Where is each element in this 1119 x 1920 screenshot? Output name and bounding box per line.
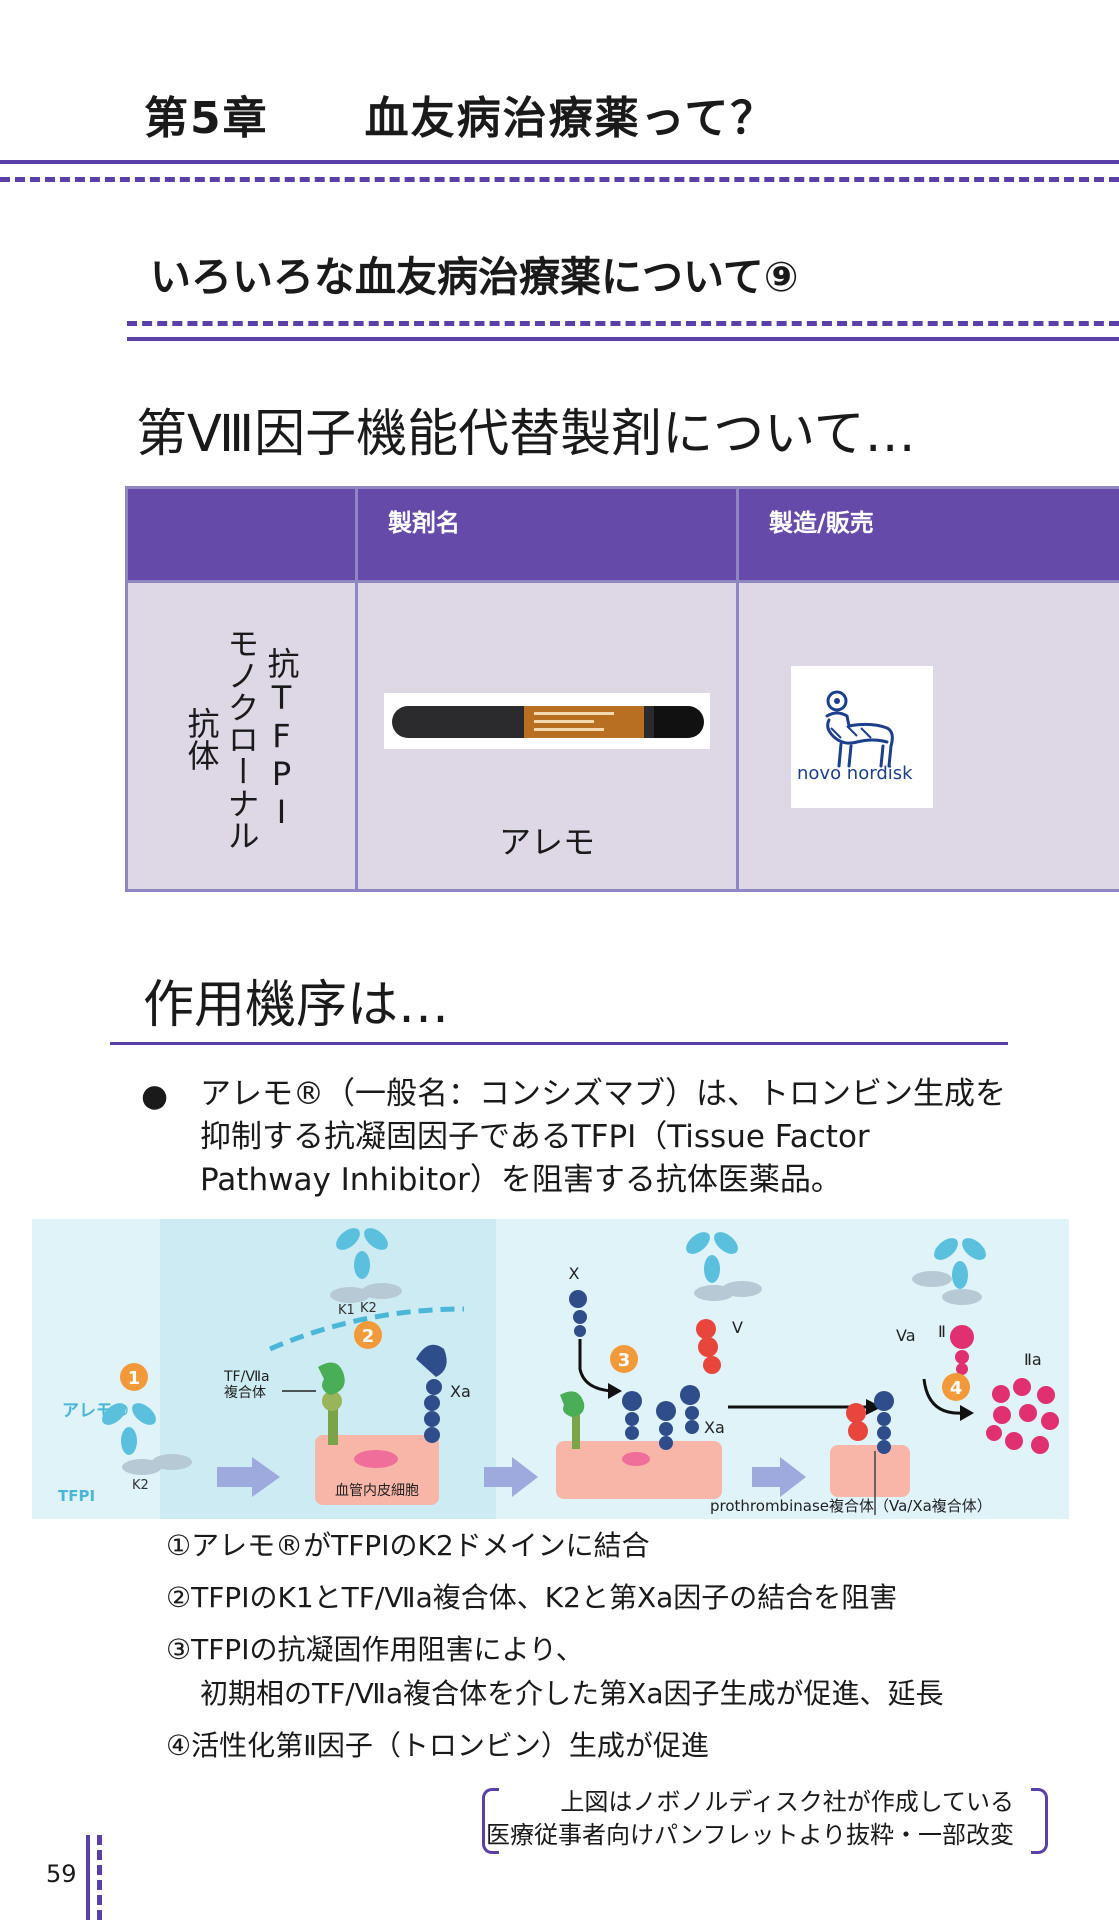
footer-rule: [86, 1835, 90, 1920]
svg-text:Xa: Xa: [704, 1418, 725, 1437]
maker-cell: novo nordisk: [736, 580, 1119, 892]
bull-icon: [825, 690, 894, 768]
step1-badge: [120, 1363, 148, 1391]
step3-badge: [610, 1345, 638, 1373]
x-factor-icon: [569, 1290, 587, 1337]
mechanism-title: 作用機序は…: [143, 976, 450, 1035]
arrow-right-icon: [752, 1457, 806, 1497]
prothrombin-icon: [950, 1325, 974, 1375]
antibody-icon: [102, 1403, 156, 1455]
mechanism-paragraph: アレモ®（一般名：コンシズマブ）は、トロンビン生成を 抑制する抗凝固因子であるT…: [200, 1076, 1006, 1198]
tfpi-icon: [330, 1283, 402, 1303]
endothelial-label: 血管内皮細胞: [335, 1483, 419, 1499]
svg-text:TF/Ⅶa: TF/Ⅶa: [223, 1369, 270, 1385]
thrombin-icon: [986, 1378, 1059, 1454]
step1-group: 1 アレモ® K2 TFPI: [58, 1363, 192, 1505]
xa-factor-icon: [874, 1391, 894, 1454]
arrow-right-icon: [484, 1457, 538, 1497]
steps-list: ①アレモ®がTFPIのK2ドメインに結合 ②TFPIのK1とTF/Ⅶa複合体、K…: [166, 1520, 944, 1772]
maker-logo: novo nordisk: [791, 666, 933, 808]
svg-text:K2: K2: [132, 1478, 149, 1493]
list-item: ②TFPIのK1とTF/Ⅶa複合体、K2と第Ⅹa因子の結合を阻害: [166, 1581, 898, 1614]
section-title: いろいろな血友病治療薬について⑨: [150, 253, 799, 301]
bullet-mark: ●: [141, 1078, 169, 1114]
arrow-right-icon: [866, 1399, 882, 1415]
header-product-name: 製剤名: [355, 486, 739, 583]
arrow-curve-icon: [578, 1339, 613, 1393]
tfpi-label: TFPI: [58, 1487, 95, 1505]
endothelial-cell: [315, 1435, 439, 1505]
xa-factor-icon: [416, 1344, 447, 1443]
source-note: 上図はノボノルディスク社が作成している 医療従事者向けパンフレットより抜粋・一部…: [482, 1786, 1048, 1854]
svg-text:Ⅱ: Ⅱ: [938, 1322, 946, 1341]
product-table: 製剤名 製造/販売 抗TFPI モノクローナル 抗体 アレモ: [125, 486, 1119, 892]
endothelial-cell: [556, 1441, 722, 1499]
xa-factor-icon: [622, 1385, 700, 1450]
page-subtitle: 第Ⅷ因子機能代替製剤について…: [136, 405, 916, 464]
category-cell: 抗TFPI モノクローナル 抗体: [125, 580, 358, 892]
list-item: ①アレモ®がTFPIのK2ドメインに結合: [166, 1529, 650, 1562]
bracket-right: [1031, 1788, 1048, 1854]
svg-text:X: X: [569, 1264, 580, 1283]
svg-text:複合体: 複合体: [224, 1384, 266, 1401]
svg-text:Xa: Xa: [450, 1382, 471, 1401]
chapter-title: 血友病治療薬って？: [364, 93, 777, 144]
header-maker: 製造/販売: [736, 486, 1119, 583]
tf-factor-icon: [318, 1362, 345, 1445]
svg-text:V: V: [732, 1318, 743, 1337]
mechanism-rule: [110, 1042, 1008, 1045]
v-factor-icon: [696, 1319, 721, 1374]
chapter-dashed-rule: [0, 177, 1119, 182]
mechanism-diagram: 1 アレモ® K2 TFPI K1 K2 2 TF/Ⅶa 複合体: [32, 1219, 1069, 1519]
product-name: アレモ: [498, 823, 595, 861]
prothrombinase-label: prothrombinase複合体（Va/Xa複合体）: [710, 1497, 992, 1515]
va-factor-icon: [846, 1403, 868, 1441]
arrow-right-icon: [217, 1457, 280, 1497]
logo-wordmark: novo nordisk: [797, 763, 913, 784]
antibody-icon: [336, 1228, 388, 1279]
svg-text:Va: Va: [896, 1326, 916, 1345]
footer-dashed-rule: [97, 1835, 102, 1920]
antibody-icon: [934, 1238, 986, 1289]
step3-group: X 3 Xa V: [556, 1232, 882, 1499]
svg-text:K1: K1: [338, 1303, 355, 1318]
section-rule: [127, 337, 1119, 341]
svg-text:2: 2: [362, 1326, 375, 1347]
list-item: ③TFPIの抗凝固作用阻害により、: [166, 1633, 584, 1666]
table-row: 抗TFPI モノクローナル 抗体 アレモ novo nordisk: [125, 580, 1119, 892]
step4-badge: [942, 1373, 970, 1401]
bracket-left: [482, 1788, 499, 1854]
chapter-heading: 第5章 血友病治療薬って？: [144, 82, 776, 146]
category-label: 抗TFPI モノクローナル 抗体: [182, 627, 301, 851]
svg-text:4: 4: [950, 1378, 963, 1399]
svg-text:1: 1: [128, 1368, 141, 1389]
arrow-curve-icon: [922, 1378, 963, 1415]
binding-dashed-path: [269, 1306, 465, 1352]
list-item: ④活性化第Ⅱ因子（トロンビン）生成が促進: [166, 1729, 709, 1762]
list-item: 初期相のTF/Ⅶa複合体を介した第Ⅹa因子生成が促進、延長: [200, 1677, 944, 1710]
endothelial-cell: [830, 1445, 910, 1497]
header-blank: [125, 486, 358, 583]
injector-pen-image: [384, 693, 710, 749]
page-number: 59: [46, 1860, 77, 1888]
table-header-row: 製剤名 製造/販売: [125, 486, 1119, 583]
svg-text:K2: K2: [360, 1301, 377, 1316]
tf-factor-icon: [560, 1391, 585, 1449]
step2-badge: [354, 1321, 382, 1349]
svg-text:3: 3: [618, 1350, 631, 1371]
antibody-icon: [686, 1232, 738, 1283]
step4-group: Va Ⅱ 4 Ⅱa prothrombinase複合体（Va/Xa複合体）: [710, 1238, 1059, 1515]
chapter-rule: [0, 160, 1119, 164]
section-dashed-rule: [127, 321, 1119, 326]
tfpi-icon: [122, 1454, 192, 1475]
chapter-number: 第5章: [144, 93, 269, 144]
svg-text:Ⅱa: Ⅱa: [1024, 1350, 1042, 1369]
step2-group: K1 K2 2 TF/Ⅶa 複合体 血管内皮細胞 Xa: [223, 1228, 471, 1505]
product-cell: アレモ: [355, 580, 739, 892]
